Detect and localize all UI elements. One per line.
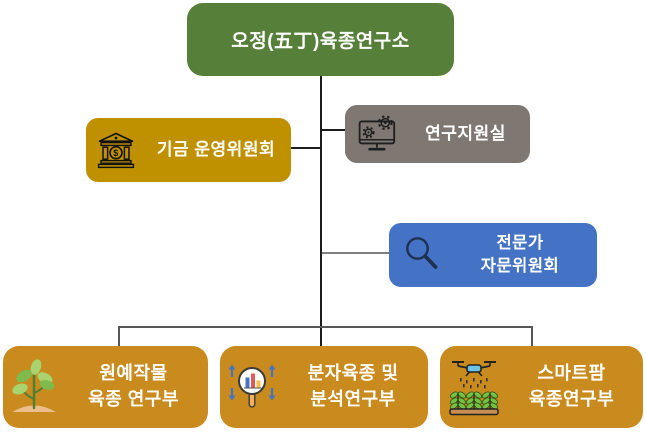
org-node-fund-committee-label: 기금 운영위원회 bbox=[156, 139, 276, 159]
connector-research-support bbox=[322, 129, 345, 131]
chart-magnifier-arrows-icon bbox=[226, 359, 278, 415]
org-node-research-support: 연구지원실 bbox=[345, 105, 530, 163]
org-node-dept-molecular: 분자육종 및 분석연구부 bbox=[220, 346, 428, 428]
computer-gears-icon bbox=[357, 114, 401, 154]
magnifier-icon bbox=[403, 235, 443, 275]
connector-fund-committee bbox=[291, 147, 320, 149]
org-node-dept-horticulture: 원예작물 육종 연구부 bbox=[3, 346, 208, 428]
connector-trunk bbox=[320, 76, 322, 347]
org-node-dept-smartfarm: 스마트팜 육종연구부 bbox=[440, 346, 643, 428]
connector-expert-advisory bbox=[322, 252, 389, 254]
org-node-dept-smartfarm-label: 스마트팜 육종연구부 bbox=[528, 363, 615, 409]
connector-drop-right bbox=[531, 326, 533, 347]
connector-drop-left bbox=[118, 326, 120, 347]
svg-text:$: $ bbox=[113, 148, 119, 158]
connector-crossbar bbox=[118, 326, 533, 328]
sprout-icon bbox=[9, 357, 59, 417]
org-node-expert-advisory-label: 전문가 자문위원회 bbox=[480, 233, 560, 275]
org-node-expert-advisory: 전문가 자문위원회 bbox=[389, 223, 597, 287]
org-node-root-label: 오정(五丁)육종연구소 bbox=[231, 31, 410, 52]
drone-crops-icon bbox=[448, 356, 500, 418]
org-node-fund-committee: $ 기금 운영위원회 bbox=[86, 118, 291, 182]
org-node-research-support-label: 연구지원실 bbox=[425, 123, 506, 143]
bank-icon: $ bbox=[96, 132, 136, 169]
org-node-dept-horticulture-label: 원예작물 육종 연구부 bbox=[88, 363, 179, 409]
org-node-dept-molecular-label: 분자육종 및 분석연구부 bbox=[307, 363, 399, 409]
org-node-root: 오정(五丁)육종연구소 bbox=[187, 3, 454, 76]
